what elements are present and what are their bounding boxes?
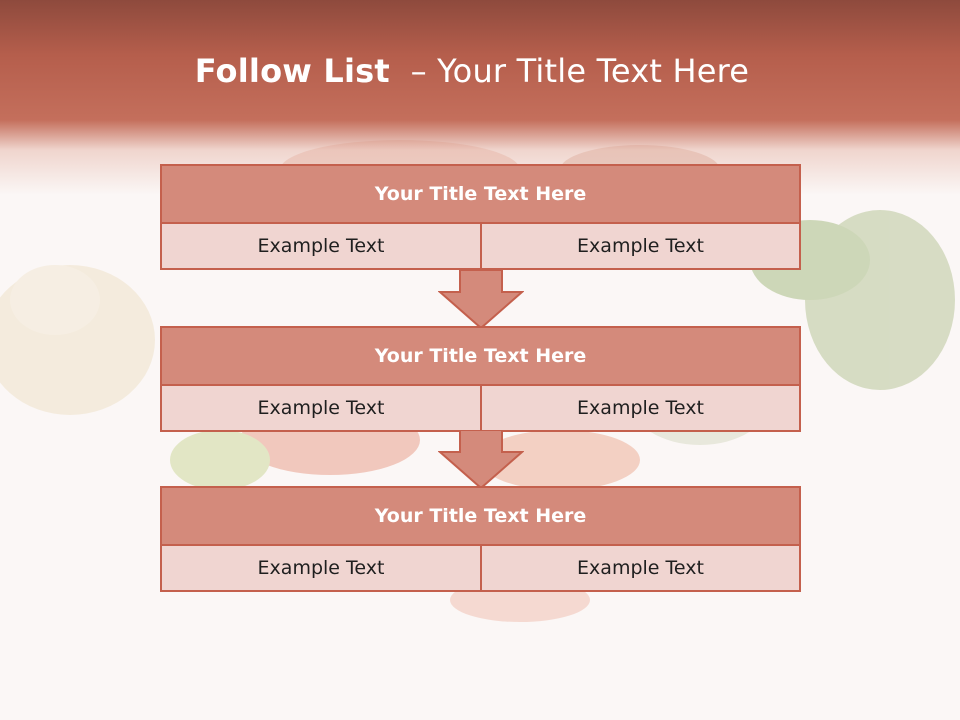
step-3-cell-right: Example Text (482, 546, 799, 590)
step-box-2: Your Title Text Here Example Text Exampl… (160, 326, 801, 432)
step-2-cell-right: Example Text (482, 386, 799, 430)
step-title-3: Your Title Text Here (162, 488, 799, 544)
slide-title: Follow List – Your Title Text Here (0, 52, 944, 90)
title-rest: – Your Title Text Here (389, 52, 750, 90)
down-arrow-icon-2 (438, 430, 524, 490)
step-2-cell-left: Example Text (162, 386, 480, 430)
down-arrow-icon-1 (438, 270, 524, 330)
step-1-cell-right: Example Text (482, 224, 799, 268)
step-box-3: Your Title Text Here Example Text Exampl… (160, 486, 801, 592)
title-bold: Follow List (194, 52, 390, 90)
step-3-cell-left: Example Text (162, 546, 480, 590)
step-title-2: Your Title Text Here (162, 328, 799, 384)
step-title-1: Your Title Text Here (162, 166, 799, 222)
step-1-cell-left: Example Text (162, 224, 480, 268)
step-box-1: Your Title Text Here Example Text Exampl… (160, 164, 801, 270)
